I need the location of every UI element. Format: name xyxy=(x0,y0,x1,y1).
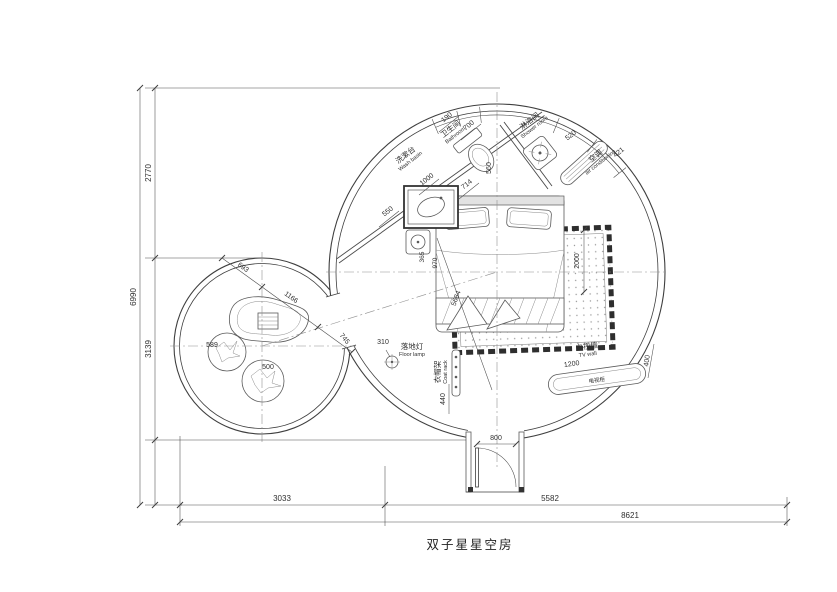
round-chair xyxy=(241,359,285,403)
room-label: 电视柜 xyxy=(588,375,606,385)
dimension-label: 8621 xyxy=(621,511,639,520)
shower-tray xyxy=(522,135,558,171)
faucet xyxy=(439,196,443,200)
dimension-label: 365 xyxy=(419,251,426,262)
dimension-label: 970 xyxy=(432,257,439,268)
room-label: 电视墙TV wall xyxy=(575,339,600,359)
toilet xyxy=(453,127,495,172)
door-post xyxy=(468,487,473,492)
drawing-title: 双子星星空房 xyxy=(426,537,513,552)
floor-lamp xyxy=(384,349,400,370)
dimension-label: 5684 xyxy=(451,290,463,307)
dimension-label: 1200 xyxy=(564,360,581,369)
dimension-label: 800 xyxy=(490,435,502,442)
door-swing-arc xyxy=(476,447,517,488)
blanket-fold xyxy=(486,299,521,330)
dimension-lines xyxy=(136,84,791,526)
blanket-fold xyxy=(446,295,488,331)
dimension-label: 560 xyxy=(486,162,493,174)
tub-steps xyxy=(257,312,279,330)
room-label: 衣帽架Coat rack xyxy=(432,360,449,384)
dimension-label: 5582 xyxy=(541,494,559,503)
air-conditioner xyxy=(560,140,608,186)
coat-rack xyxy=(451,349,461,397)
round-chair xyxy=(207,332,247,372)
centerlines xyxy=(170,92,668,468)
entrance-vestibule xyxy=(465,431,525,493)
dimension-label: 2000 xyxy=(574,253,581,269)
entrance-opening xyxy=(468,430,524,443)
blanket-edge xyxy=(435,249,565,255)
door-leaf xyxy=(475,447,479,488)
dimension-label: 589 xyxy=(206,342,218,349)
dimension-label: 6990 xyxy=(129,288,138,306)
dimension-label: 2770 xyxy=(144,164,153,182)
pillow-right xyxy=(506,207,552,230)
dimension-label: 3139 xyxy=(144,340,153,358)
tv-cabinet xyxy=(547,363,647,395)
spa-tub xyxy=(228,296,309,343)
door-post xyxy=(519,487,524,492)
dimension-label: 500 xyxy=(262,364,274,371)
dimension-label: 440 xyxy=(440,393,447,405)
room-passage-opening xyxy=(321,291,361,351)
washbasin xyxy=(403,185,459,229)
dimension-label: 310 xyxy=(377,339,389,346)
dimension-label: 400 xyxy=(643,354,651,367)
dimension-label: 3033 xyxy=(273,494,291,503)
nightstand xyxy=(405,229,431,255)
